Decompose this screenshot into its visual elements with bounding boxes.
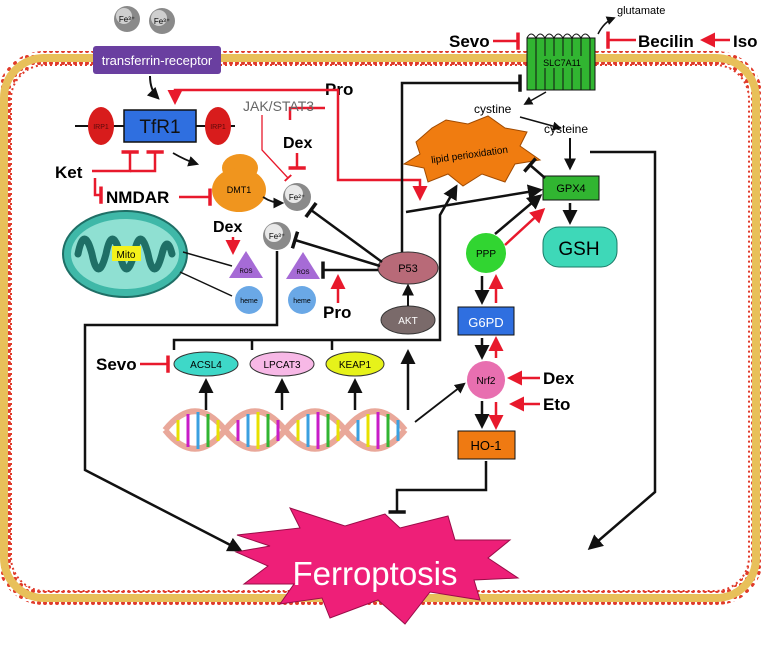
slc7a11-label: SLC7A11: [543, 58, 581, 68]
gpx4-inhibit-lipid-peroxidation: [522, 157, 546, 179]
p53-inhibit-slc7a11: [400, 74, 522, 252]
tfr1-label: TfR1: [139, 117, 180, 138]
jak-stat3-label: JAK/STAT3: [243, 98, 314, 114]
gpx4-pathway-to-ferroptosis: [587, 150, 657, 550]
dna-to-nrf2-arrow: [414, 382, 466, 423]
akt-label: AKT: [398, 316, 417, 327]
transferrin-receptor-label: transferrin-receptor: [102, 53, 213, 68]
ket-label: Ket: [55, 163, 83, 182]
p53-to-gpx4-arrow: [405, 184, 543, 214]
cysteine-label: cysteine: [544, 122, 588, 136]
dmt1: DMT1: [212, 154, 266, 212]
irp1-right: [205, 107, 231, 145]
g6pd-label: G6PD: [468, 315, 503, 330]
dna-helix: [162, 408, 408, 452]
ros-mid-label: ROS: [296, 270, 309, 276]
irp1-right-label: IRP1: [210, 124, 226, 131]
fe2-ion-label: Fe²⁺: [289, 193, 305, 202]
effectors-to-lipid-peroxidation: [172, 184, 458, 350]
irp1-left-label: IRP1: [93, 124, 109, 131]
fe2-ion: Fe²⁺: [283, 183, 311, 211]
mito-ros-link: [182, 251, 233, 267]
keap1-label: KEAP1: [339, 360, 372, 371]
ho1: HO-1: [457, 430, 516, 460]
nrf2: Nrf2: [467, 361, 505, 399]
keap1: KEAP1: [325, 351, 385, 377]
fe3-ion-label: Fe³⁺: [119, 15, 135, 24]
ros-left-label: ROS: [239, 269, 252, 275]
dex-top-label: Dex: [283, 135, 312, 152]
ket-pathway: Ket: [55, 150, 164, 204]
ppp-to-gpx4-red-arrow: [504, 207, 546, 246]
fe3-ion-outside-2: Fe³⁺: [149, 8, 175, 34]
slc7a11: SLC7A11: [526, 33, 596, 91]
dex-mid-label: Dex: [213, 219, 242, 236]
cystine-label: cystine: [474, 102, 512, 116]
p53-inhibit-fe2: [304, 201, 383, 264]
dmt1-to-fe2-arrow: [262, 196, 285, 209]
heme-mid: heme: [288, 286, 316, 314]
irp1-left: [88, 107, 114, 145]
lpcat3-label: LPCAT3: [263, 360, 300, 371]
slc7a11-to-cystine-arrow: [523, 91, 547, 105]
pro-bottom-label: Pro: [323, 303, 351, 322]
acsl4: ACSL4: [173, 351, 239, 377]
heme-mid-label: heme: [293, 298, 311, 305]
gpx4-label: GPX4: [556, 183, 585, 195]
receptor-to-tfr1-arrow: [146, 75, 160, 100]
eto-label: Eto: [543, 395, 570, 414]
mito-heme-link: [179, 271, 233, 297]
fe3-ion-label: Fe³⁺: [154, 17, 170, 26]
ppp-label: PPP: [476, 249, 496, 260]
ppp: PPP: [466, 233, 506, 273]
ferroptosis: Ferroptosis: [234, 507, 520, 625]
gsh: GSH: [542, 226, 618, 268]
glutamate-label: glutamate: [617, 5, 665, 17]
mito-label: Mito: [117, 250, 136, 261]
spacer-2: [590, 130, 650, 150]
p53-inhibit-fe3: [290, 231, 381, 268]
p53: P53: [377, 251, 439, 285]
tfr1-complex: IRP1 IRP1 TfR1: [75, 107, 235, 145]
jak-stat3-inhibit-fe2: [261, 115, 292, 182]
slc7a11-to-glutamate-arrow: [597, 16, 616, 35]
iron-to-ferroptosis-arrow: [83, 251, 279, 552]
mitochondrion: Mito: [62, 210, 188, 298]
nrf2-label: Nrf2: [477, 376, 496, 387]
cystine-to-cysteine-arrow: [519, 116, 562, 131]
ppp-to-gpx4-black-arrow: [494, 194, 543, 235]
ros-mid: ROS: [286, 252, 320, 279]
transferrin-receptor: transferrin-receptor: [93, 46, 221, 74]
dmt1-label: DMT1: [227, 185, 252, 195]
sevo-top-label: Sevo: [449, 32, 490, 51]
ferroptosis-label: Ferroptosis: [292, 555, 457, 592]
gsh-label: GSH: [558, 239, 599, 260]
fe3-ion-outside-1: Fe³⁺: [114, 6, 140, 32]
ho1-inhibit-ferroptosis: [388, 461, 488, 514]
pro-top-pathway: Pro: [167, 80, 428, 201]
ho1-label: HO-1: [470, 438, 501, 453]
lipid-peroxidation: lipid perioxidation: [402, 115, 542, 187]
acsl4-label: ACSL4: [190, 360, 222, 371]
g6pd: G6PD: [457, 306, 515, 336]
ros-left: ROS: [229, 251, 263, 278]
akt: AKT: [380, 305, 436, 335]
lpcat3: LPCAT3: [249, 351, 315, 377]
tfr1-to-dmt1-arrow: [172, 152, 200, 167]
iso-label: Iso: [733, 32, 758, 51]
fe3-ion-inside-label: Fe³⁺: [269, 232, 285, 241]
gpx4: GPX4: [542, 175, 600, 201]
sevo-bottom-label: Sevo: [96, 355, 137, 374]
fe3-ion-inside: Fe³⁺: [263, 222, 291, 250]
nmdar-label: NMDAR: [106, 188, 169, 207]
heme-left-label: heme: [240, 298, 258, 305]
p53-label: P53: [398, 263, 418, 275]
becilin-label: Becilin: [638, 32, 694, 51]
dex-right-label: Dex: [543, 369, 575, 388]
heme-left: heme: [235, 286, 263, 314]
